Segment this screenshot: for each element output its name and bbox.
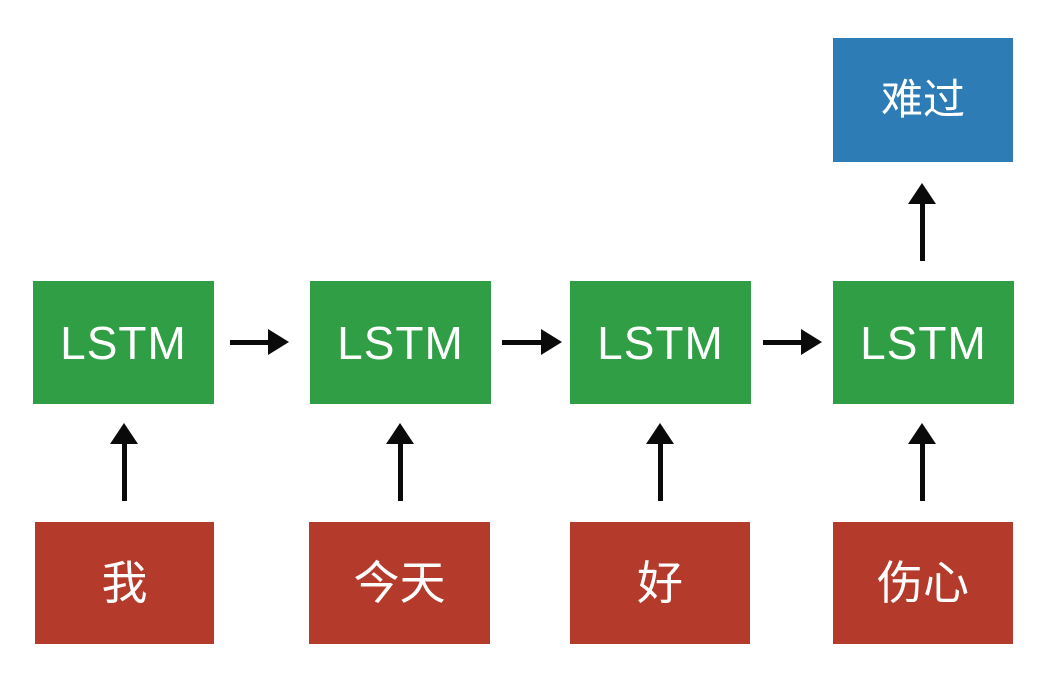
output-node: 难过 — [833, 38, 1013, 162]
input-node-1: 我 — [35, 522, 214, 644]
arrow-shaft — [919, 444, 925, 501]
arrow-shaft — [919, 204, 925, 261]
arrow-head — [268, 329, 289, 355]
arrow-head — [110, 423, 138, 444]
output-node-label: 难过 — [880, 76, 965, 123]
input-node-label: 我 — [101, 557, 148, 609]
arrow-shaft — [230, 339, 268, 345]
arrow-shaft — [502, 339, 541, 345]
lstm-node-label: LSTM — [860, 316, 987, 369]
arrow-head — [541, 329, 562, 355]
arrow-shaft — [121, 444, 127, 501]
arrow-shaft — [397, 444, 403, 501]
lstm-node-1: LSTM — [33, 281, 214, 404]
arrow-head — [646, 423, 674, 444]
lstm-node-label: LSTM — [337, 316, 464, 369]
input-node-label: 今天 — [353, 557, 446, 609]
arrow-shaft — [763, 339, 801, 345]
arrow-head — [908, 183, 936, 204]
input-node-4: 伤心 — [833, 522, 1013, 644]
lstm-node-3: LSTM — [570, 281, 751, 404]
arrow-up-icon — [386, 423, 414, 501]
arrow-head — [801, 329, 822, 355]
input-node-2: 今天 — [309, 522, 490, 644]
input-node-3: 好 — [570, 522, 750, 644]
arrow-shaft — [657, 444, 663, 501]
arrow-up-icon — [110, 423, 138, 501]
arrow-right-icon — [763, 329, 822, 355]
arrow-head — [908, 423, 936, 444]
input-node-label: 好 — [637, 557, 683, 609]
arrow-right-icon — [230, 329, 289, 355]
arrow-up-icon — [908, 423, 936, 501]
lstm-node-2: LSTM — [310, 281, 491, 404]
lstm-node-4: LSTM — [833, 281, 1014, 404]
input-node-label: 伤心 — [877, 557, 969, 609]
arrow-head — [386, 423, 414, 444]
arrow-up-icon — [646, 423, 674, 501]
lstm-node-label: LSTM — [597, 316, 724, 369]
arrow-right-icon — [502, 329, 562, 355]
arrow-up-icon — [908, 183, 936, 261]
lstm-node-label: LSTM — [60, 316, 187, 369]
